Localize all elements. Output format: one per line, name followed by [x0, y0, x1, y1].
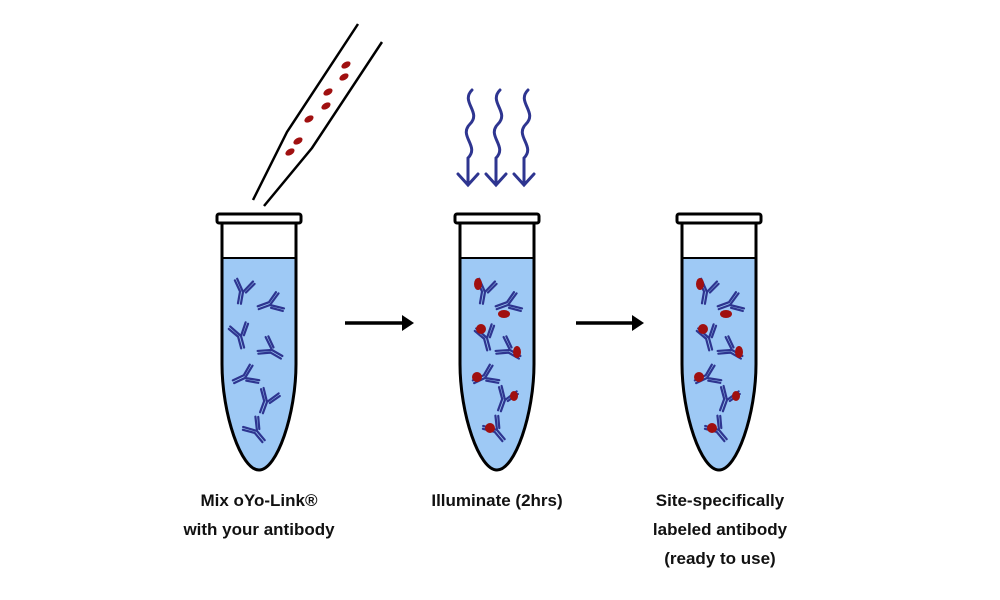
- step-3-label: Site-specifically labeled antibody (read…: [600, 486, 840, 573]
- step-1-line-2: with your antibody: [183, 520, 335, 539]
- arrow-right-icon: [345, 315, 414, 331]
- pipette: [251, 23, 384, 207]
- step-1-label: Mix oYo-Link® with your antibody: [139, 486, 379, 544]
- tube-1: [215, 212, 303, 472]
- step-1-line-1: Mix oYo-Link®: [200, 491, 318, 510]
- step-3-line-3: (ready to use): [664, 549, 776, 568]
- light-waves-icon: [456, 88, 536, 188]
- tube-2: [453, 212, 541, 472]
- step-2-line-1: Illuminate (2hrs): [431, 491, 563, 510]
- step-3-line-2: labeled antibody: [652, 520, 788, 539]
- tube-3: [675, 212, 763, 472]
- step-3-line-1: Site-specifically: [655, 491, 785, 510]
- arrow-right-icon: [576, 315, 644, 331]
- step-2-label: Illuminate (2hrs): [377, 486, 617, 515]
